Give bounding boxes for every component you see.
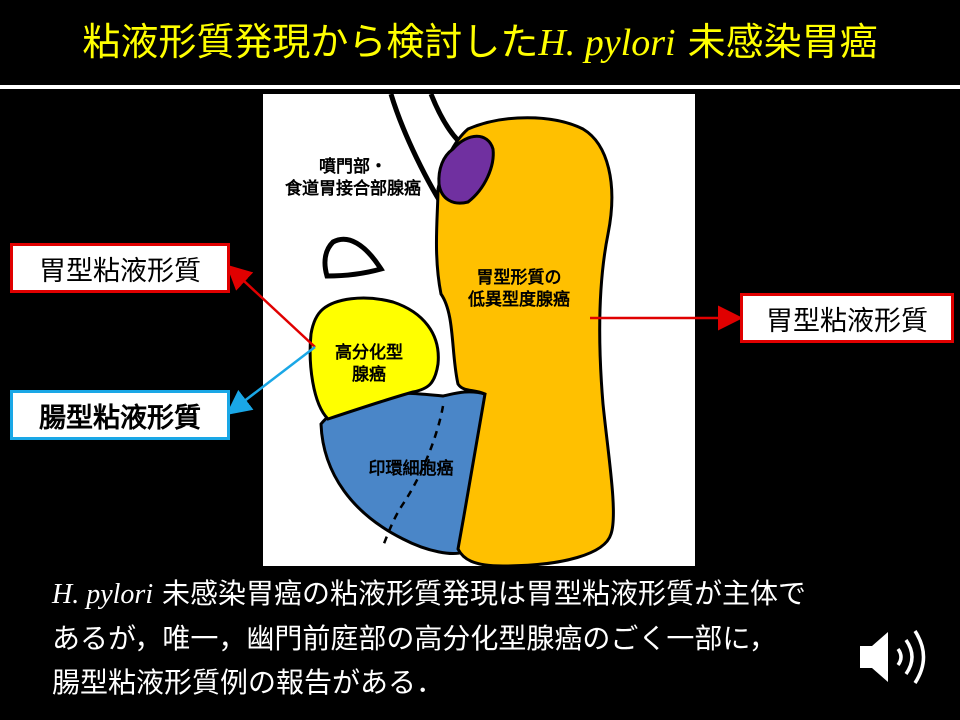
gastric-mucin-label-left: 胃型粘液形質 xyxy=(10,243,230,293)
caption-line1-rest: 未感染胃癌の粘液形質発現は胃型粘液形質が主体で xyxy=(153,577,807,610)
cardia-label: 噴門部・ 食道胃接合部腺癌 xyxy=(267,156,439,200)
title-suffix: 未感染胃癌 xyxy=(675,20,878,64)
stomach-illustration xyxy=(308,94,615,566)
speaker-icon[interactable] xyxy=(858,622,938,692)
title-divider xyxy=(0,85,960,89)
caption-line1: H. pylori 未感染胃癌の粘液形質発現は胃型粘液形質が主体で xyxy=(52,572,912,617)
gastric-type-label: 胃型形質の 低異型度腺癌 xyxy=(449,267,589,311)
signet-ring-label: 印環細胞癌 xyxy=(368,459,454,479)
well-diff-region xyxy=(308,296,440,421)
title-prefix: 粘液形質発現から検討した xyxy=(82,20,539,64)
gastric-mucin-label-right: 胃型粘液形質 xyxy=(740,293,954,343)
well-diff-label: 高分化型 腺癌 xyxy=(313,342,425,386)
intestinal-mucin-label: 腸型粘液形質 xyxy=(10,390,230,440)
cardia-region xyxy=(437,134,495,205)
slide-title: 粘液形質発現から検討したH. pylori 未感染胃癌 xyxy=(0,10,960,75)
arrow-to-intestinal xyxy=(226,346,316,416)
caption: H. pylori 未感染胃癌の粘液形質発現は胃型粘液形質が主体で あるが，唯一… xyxy=(52,572,912,705)
caption-line2: あるが，唯一，幽門前庭部の高分化型腺癌のごく一部に， xyxy=(52,622,777,655)
cardia-label-line2: 食道胃接合部腺癌 xyxy=(285,179,421,199)
gastric-type-line1: 胃型形質の xyxy=(476,268,562,288)
cardia-label-line1: 噴門部・ xyxy=(319,157,387,177)
arrow-to-gastric-left xyxy=(226,264,316,348)
gastric-type-line2: 低異型度腺癌 xyxy=(468,290,570,310)
stomach-diagram: 噴門部・ 食道胃接合部腺癌 胃型形質の 低異型度腺癌 高分化型 腺癌 印環細胞癌 xyxy=(263,94,695,566)
well-diff-line2: 腺癌 xyxy=(352,365,386,385)
caption-line3: 腸型粘液形質例の報告がある． xyxy=(52,666,445,699)
title-italic: H. pylori xyxy=(538,22,676,64)
well-diff-line1: 高分化型 xyxy=(335,343,403,363)
separate-lesion-outline xyxy=(322,236,385,279)
caption-italic: H. pylori xyxy=(52,579,154,610)
